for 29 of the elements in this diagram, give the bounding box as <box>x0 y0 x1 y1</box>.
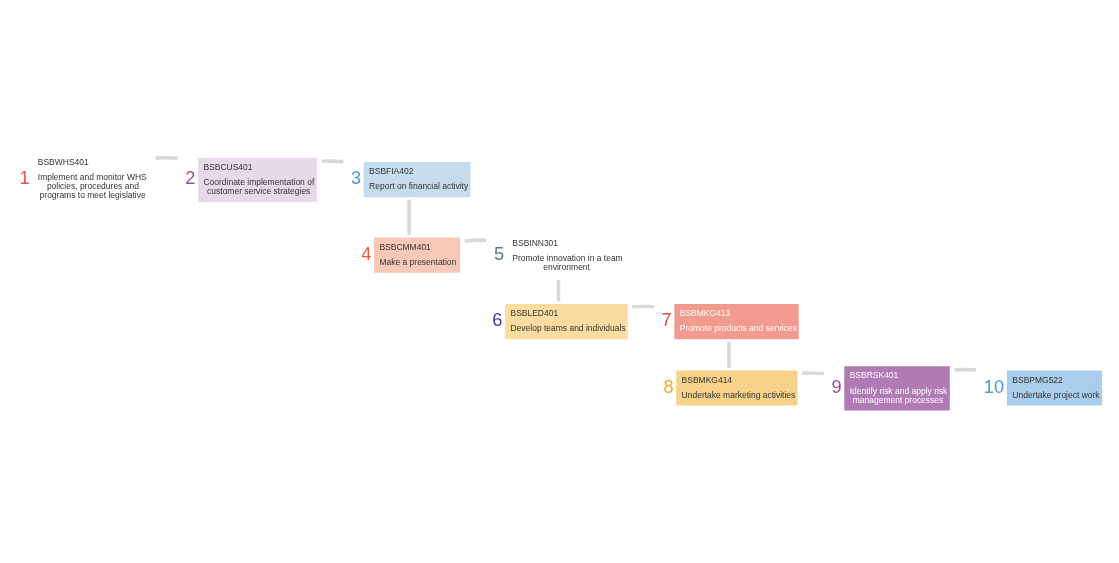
node-box: BSBRSK401 Identify risk and apply risk management processes <box>844 366 950 411</box>
connector <box>727 341 731 368</box>
node-box: BSBCUS401 Coordinate implementation of customer service strategies <box>198 157 317 202</box>
node-label: 2 <box>185 168 196 189</box>
node-text: BSBINN301 Promote innovation in a team environment <box>512 237 623 272</box>
node-label: 10 <box>983 376 1005 397</box>
node-box: BSBFIA402 Report on financial activity <box>363 161 471 198</box>
connector <box>321 159 344 164</box>
connector <box>155 155 178 160</box>
node-box: BSBPMG522 Undertake project work <box>1006 370 1103 406</box>
node-box: BSBCMM401 Make a presentation <box>373 237 461 273</box>
connector <box>632 304 655 309</box>
connector <box>407 199 411 235</box>
node-label: 6 <box>492 310 503 331</box>
connector <box>802 371 825 376</box>
node-label: 9 <box>831 376 842 397</box>
connector <box>464 238 487 243</box>
connector <box>954 367 977 372</box>
node-box: BSBMKG413 Promote products and services <box>674 303 799 340</box>
node-label: 3 <box>350 168 362 189</box>
connector <box>556 279 561 302</box>
node-label: 8 <box>663 376 674 397</box>
node-text: BSBWHS401 Implement and monitor WHS policies, procedures and programs to meet legislative <box>37 157 147 201</box>
node-label: 5 <box>494 243 505 264</box>
node-label: 7 <box>661 310 672 331</box>
node-label: 4 <box>361 243 372 264</box>
node-box: BSBLED401 Develop teams and individuals <box>505 303 628 340</box>
node-box: BSBMKG414 Undertake marketing activities <box>676 370 798 406</box>
node-label: 1 <box>19 168 30 189</box>
